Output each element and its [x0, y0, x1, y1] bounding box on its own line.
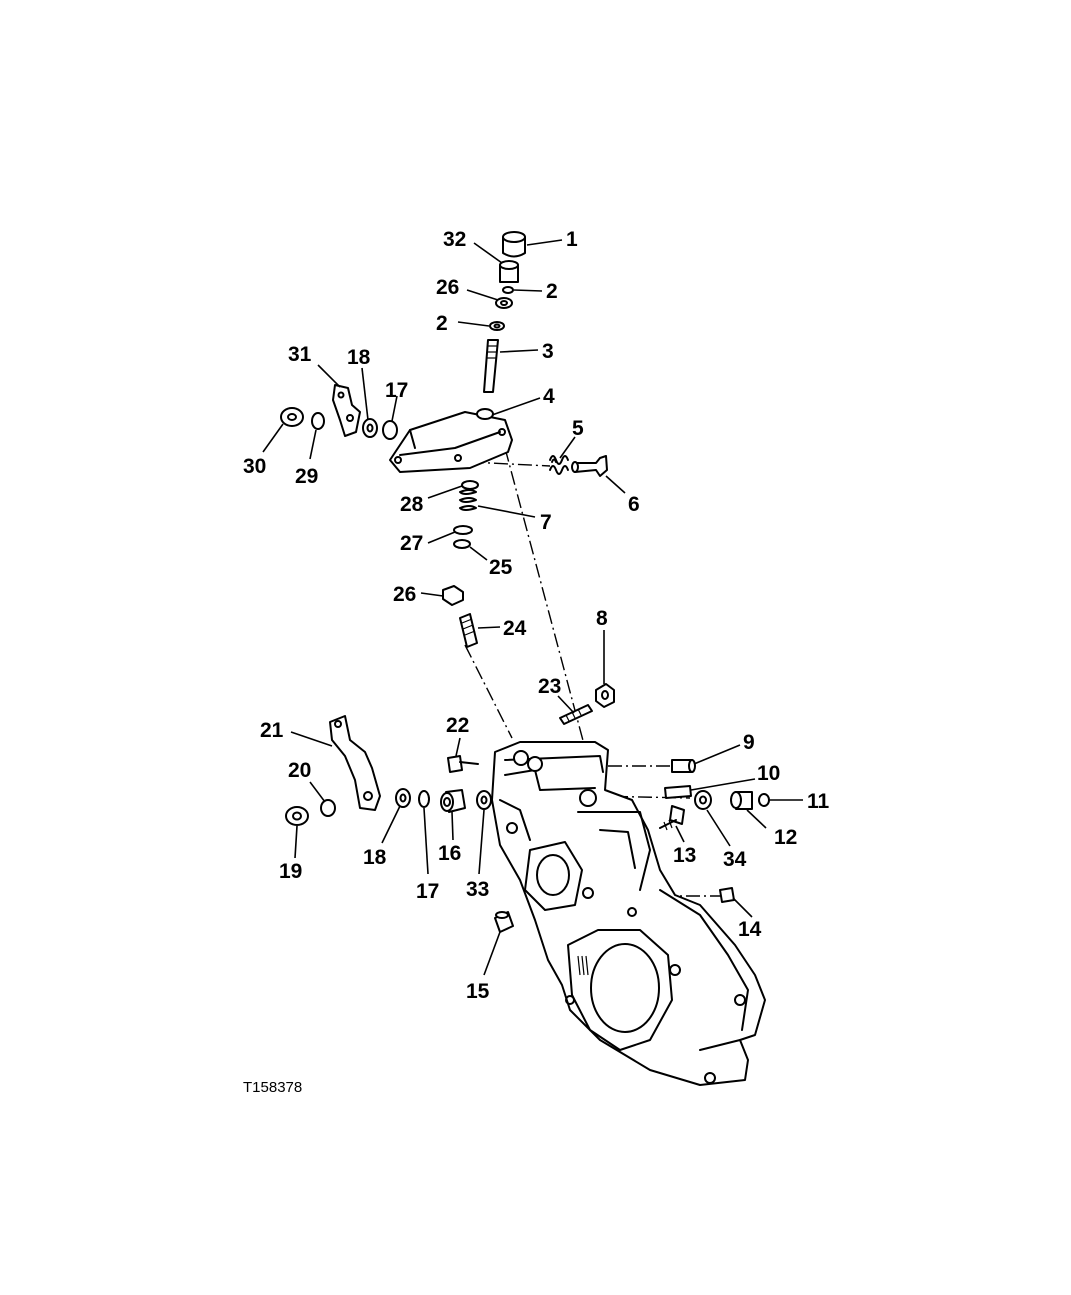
nut-30 — [280, 407, 304, 427]
callout-2: 2 — [436, 312, 448, 335]
nut-26-top — [495, 286, 514, 309]
callout-10: 10 — [757, 762, 780, 785]
callout-33: 33 — [466, 878, 489, 901]
callout-28: 28 — [400, 493, 424, 516]
plug-11 — [758, 793, 770, 807]
oring-17 — [418, 790, 430, 808]
callout-4: 4 — [543, 385, 555, 408]
front-cover-housing — [491, 741, 766, 1086]
nut-26 — [442, 585, 464, 606]
ring-20 — [320, 799, 336, 817]
washer-2 — [489, 321, 505, 331]
bolt-13 — [659, 805, 685, 831]
callout-15: 15 — [466, 980, 490, 1003]
spring-5 — [549, 455, 569, 475]
washer-18 — [395, 788, 411, 808]
callout-9: 9 — [743, 731, 755, 754]
bushing-15 — [494, 911, 514, 933]
stud-3 — [483, 339, 499, 393]
ring-29 — [311, 412, 325, 430]
lever-21 — [329, 715, 381, 811]
callout-23: 23 — [538, 675, 561, 698]
callout-17: 17 — [416, 880, 439, 903]
callout-20: 20 — [288, 759, 311, 782]
leader-lines — [262, 239, 803, 976]
stud-24 — [459, 613, 478, 648]
callout-5: 5 — [572, 417, 584, 440]
callout-32: 32 — [443, 228, 466, 251]
bushing-16 — [440, 789, 466, 813]
callout-18: 18 — [347, 346, 371, 369]
washer-28 — [461, 480, 479, 490]
callout-34: 34 — [723, 848, 747, 871]
pin-6 — [571, 455, 608, 477]
callout-24: 24 — [503, 617, 527, 640]
callout-18: 18 — [363, 846, 387, 869]
callout-8: 8 — [596, 607, 608, 630]
callout-3: 3 — [542, 340, 554, 363]
stud-23 — [559, 704, 593, 725]
fitting-14 — [719, 887, 735, 903]
callout-26: 26 — [436, 276, 459, 299]
callout-30: 30 — [243, 455, 266, 478]
pin-10 — [664, 785, 692, 799]
washer-34 — [694, 790, 712, 810]
callout-labels: 32 1 26 2 2 3 31 18 17 4 5 30 29 6 28 7 … — [243, 228, 830, 1003]
callout-25: 25 — [489, 556, 513, 579]
callout-12: 12 — [774, 826, 797, 849]
lever-31 — [332, 384, 361, 437]
nut-19 — [285, 806, 309, 826]
knob-1 — [502, 231, 526, 258]
callout-29: 29 — [295, 465, 318, 488]
bushing-32 — [499, 260, 519, 283]
cover-4 — [389, 408, 513, 473]
figure-id: T158378 — [243, 1079, 302, 1096]
callout-22: 22 — [446, 714, 469, 737]
oring-17-top — [382, 420, 398, 440]
bushing-12 — [730, 791, 753, 810]
callout-17: 17 — [385, 379, 408, 402]
callout-27: 27 — [400, 532, 423, 555]
callout-1: 1 — [566, 228, 578, 251]
bolt-22 — [447, 755, 479, 773]
callout-7: 7 — [540, 511, 552, 534]
washer-33 — [476, 790, 492, 810]
washer-27 — [453, 525, 473, 535]
callout-16: 16 — [438, 842, 461, 865]
callout-19: 19 — [279, 860, 302, 883]
callout-26: 26 — [393, 583, 416, 606]
callout-14: 14 — [738, 918, 762, 941]
callout-13: 13 — [673, 844, 696, 867]
clip-25 — [453, 539, 471, 549]
pin-9 — [671, 759, 696, 773]
callout-2: 2 — [546, 280, 558, 303]
callout-31: 31 — [288, 343, 312, 366]
nut-8 — [595, 683, 615, 708]
spring-7 — [459, 489, 477, 511]
washer-18-top — [362, 418, 378, 438]
callout-11: 11 — [807, 790, 830, 813]
callout-6: 6 — [628, 493, 640, 516]
callout-21: 21 — [260, 719, 284, 742]
